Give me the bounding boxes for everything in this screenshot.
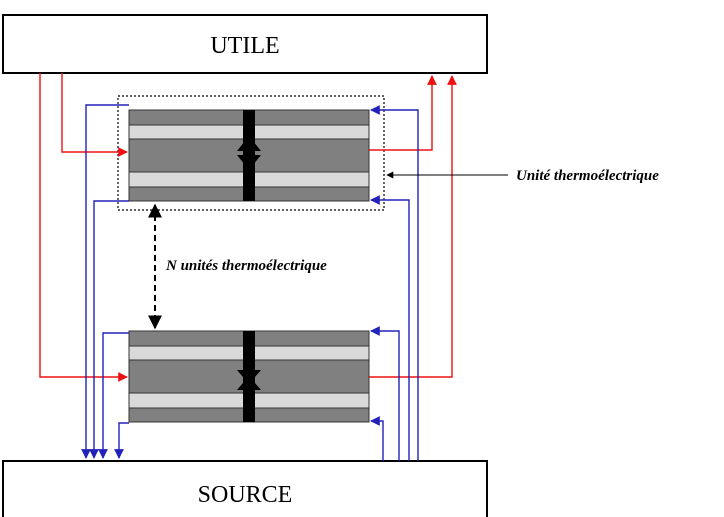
n-units-label: N unités thermoélectrique [165, 258, 327, 274]
unit-label: Unité thermoélectrique [516, 168, 659, 184]
hot-flow-right [369, 75, 457, 378]
source-label: SOURCE [198, 482, 293, 508]
hot-flow-left [39, 73, 128, 382]
utile-block: UTILE [2, 14, 488, 74]
thermoelectric-module-top [128, 109, 370, 202]
cold-flow-left [81, 104, 129, 459]
unit-dotted-outline [117, 95, 385, 211]
thermoelectric-module-bottom [128, 330, 370, 423]
utile-label: UTILE [210, 33, 279, 59]
source-block: SOURCE [2, 460, 488, 517]
cold-flow-right [370, 105, 419, 461]
